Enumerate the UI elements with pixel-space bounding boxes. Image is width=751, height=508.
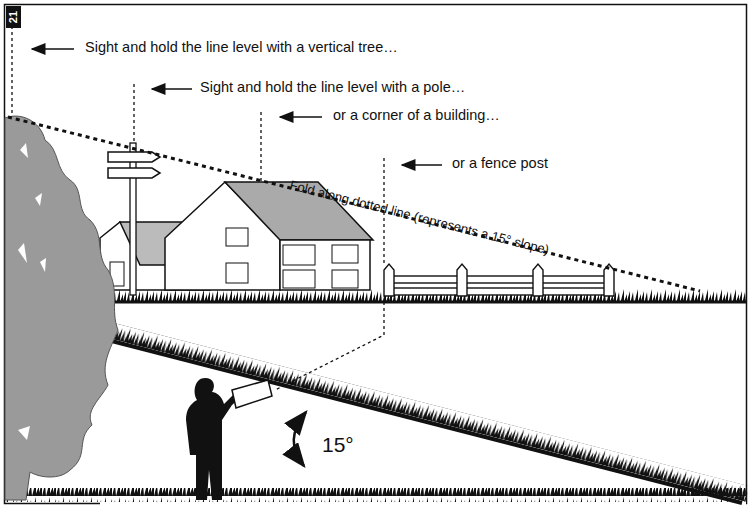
sighting-instruction: or a corner of a building… <box>333 108 500 124</box>
angle-label: 15° <box>322 433 354 456</box>
sighting-instruction: Sight and hold the line level with a ver… <box>85 40 398 56</box>
sighting-instruction: Sight and hold the line level with a pol… <box>200 80 465 96</box>
figure-number: 21 <box>8 11 20 23</box>
sighting-instruction: or a fence post <box>452 156 548 172</box>
figure-number-box: 21 <box>6 6 21 28</box>
